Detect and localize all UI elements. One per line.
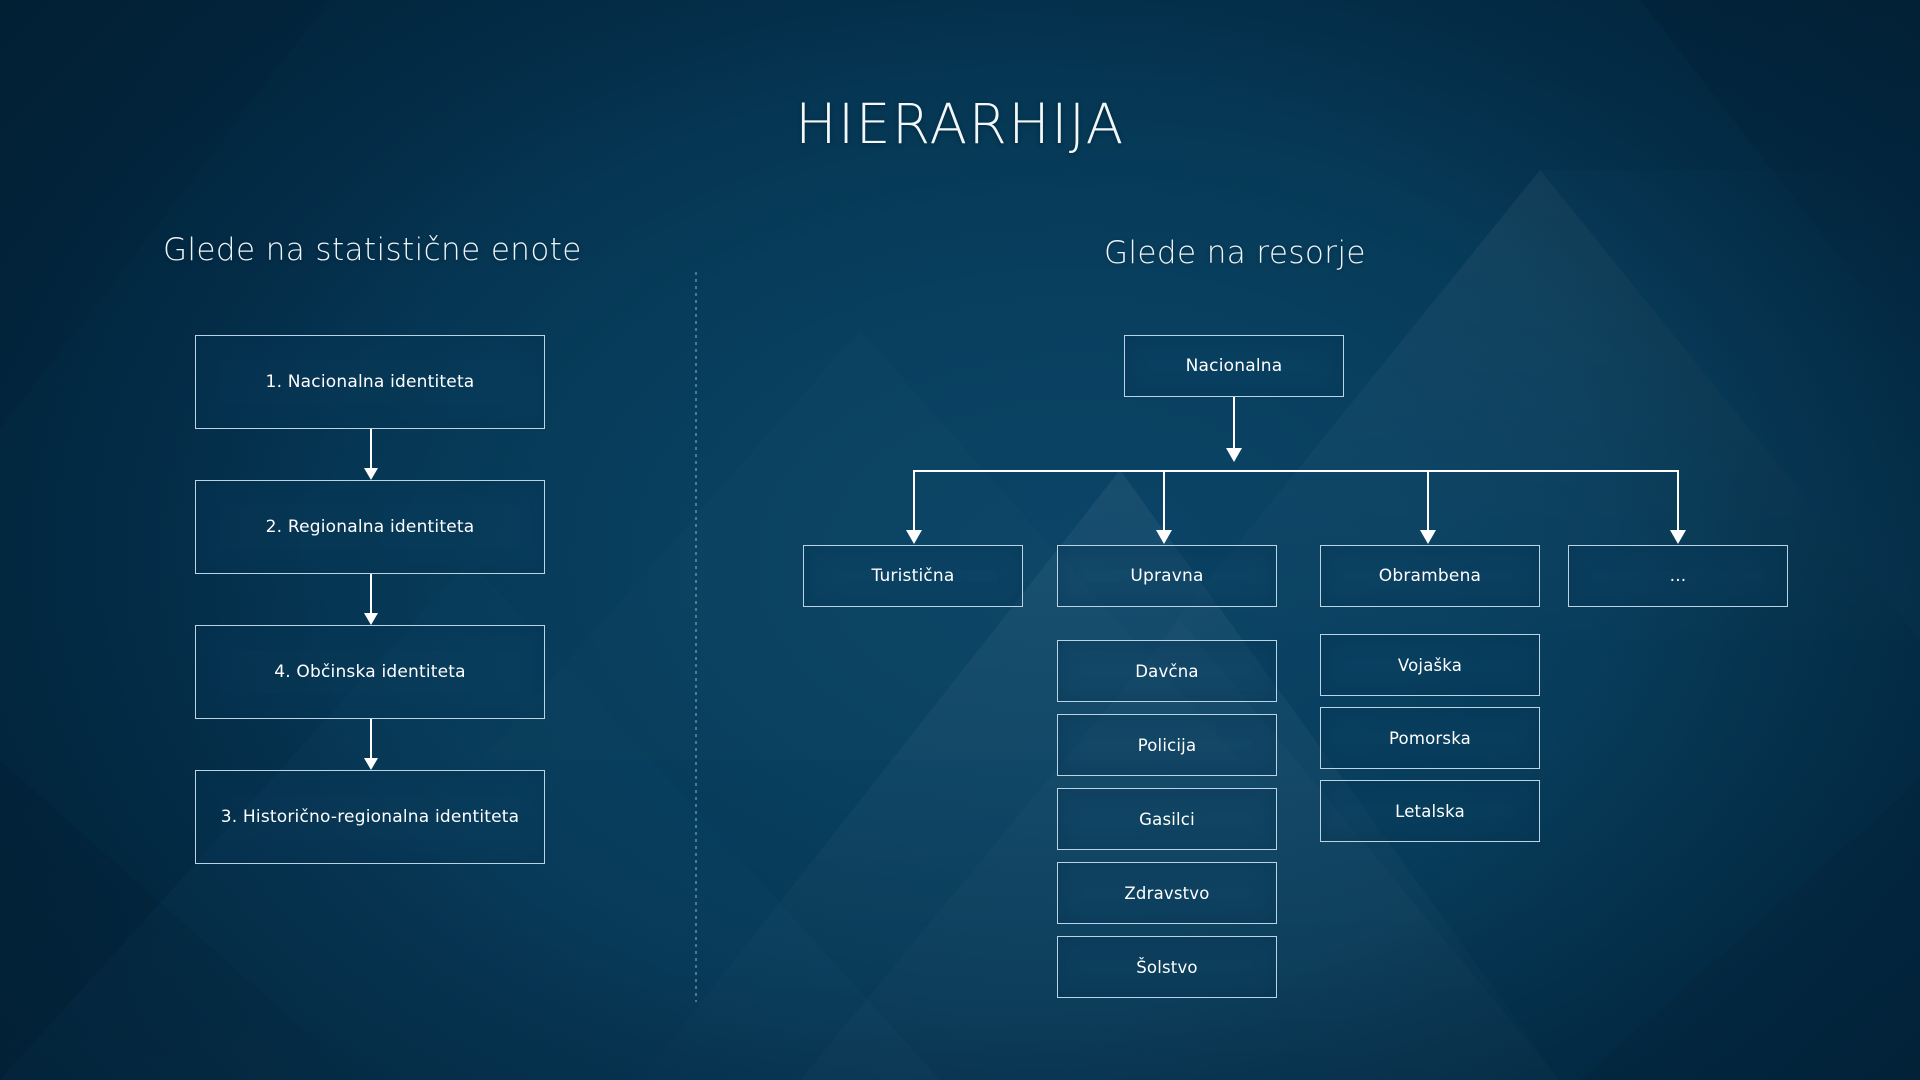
tree-horizontal-bus	[913, 470, 1679, 472]
flow-arrow-2-to-3	[364, 574, 378, 625]
tree-drop-3	[1427, 470, 1429, 532]
tree-branch-obrambena[interactable]: Obrambena	[1320, 545, 1540, 607]
page-title: HIERARHIJA	[795, 92, 1125, 156]
tree-root-arrowhead	[1226, 448, 1242, 462]
tree-drop-2	[1163, 470, 1165, 532]
tree-arrowhead-3	[1420, 530, 1436, 544]
left-column-heading: Glede na statistične enote	[163, 232, 582, 268]
tree-branch-upravna[interactable]: Upravna	[1057, 545, 1277, 607]
tree-drop-4	[1677, 470, 1679, 532]
tree-leaf-letalska[interactable]: Letalska	[1320, 780, 1540, 842]
tree-leaf-davcna[interactable]: Davčna	[1057, 640, 1277, 702]
tree-leaf-gasilci[interactable]: Gasilci	[1057, 788, 1277, 850]
right-column-heading: Glede na resorje	[1104, 235, 1366, 271]
tree-leaf-pomorska[interactable]: Pomorska	[1320, 707, 1540, 769]
flow-node-2[interactable]: 2. Regionalna identiteta	[195, 480, 545, 574]
flow-node-3[interactable]: 4. Občinska identiteta	[195, 625, 545, 719]
flow-arrow-1-to-2	[364, 429, 378, 480]
flow-arrow-3-to-4	[364, 719, 378, 770]
tree-arrowhead-2	[1156, 530, 1172, 544]
tree-leaf-zdravstvo[interactable]: Zdravstvo	[1057, 862, 1277, 924]
tree-branch-other[interactable]: ...	[1568, 545, 1788, 607]
tree-leaf-vojaska[interactable]: Vojaška	[1320, 634, 1540, 696]
column-divider	[695, 272, 697, 1002]
statistical-units-flow: 1. Nacionalna identiteta 2. Regionalna i…	[195, 335, 545, 885]
tree-leaf-solstvo[interactable]: Šolstvo	[1057, 936, 1277, 998]
flow-node-4[interactable]: 3. Historično-regionalna identiteta	[195, 770, 545, 864]
tree-drop-1	[913, 470, 915, 532]
tree-root-nacionalna[interactable]: Nacionalna	[1124, 335, 1344, 397]
tree-root-stem	[1233, 397, 1235, 450]
tree-arrowhead-4	[1670, 530, 1686, 544]
flow-node-1[interactable]: 1. Nacionalna identiteta	[195, 335, 545, 429]
tree-branch-turisticna[interactable]: Turistična	[803, 545, 1023, 607]
tree-leaf-policija[interactable]: Policija	[1057, 714, 1277, 776]
tree-arrowhead-1	[906, 530, 922, 544]
